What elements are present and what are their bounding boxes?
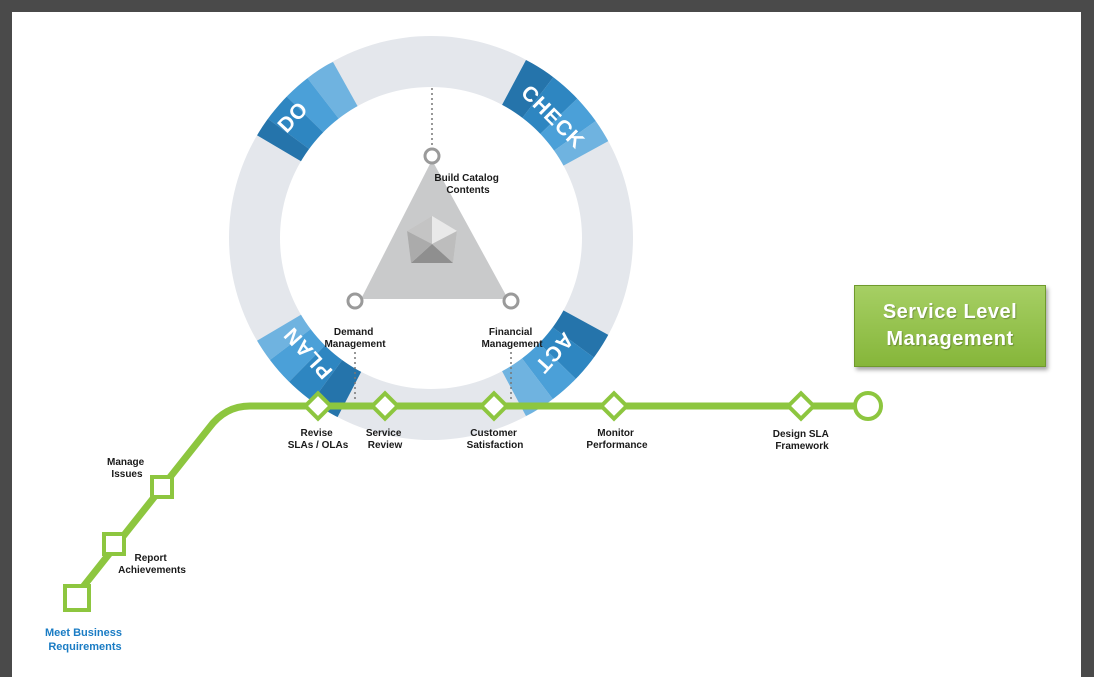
- hub-label-financial-line2: Management: [481, 339, 543, 350]
- label-revise-line1: Revise: [300, 428, 333, 439]
- label-design-line1: Design SLA: [773, 429, 829, 440]
- label-customer-line2: Satisfaction: [467, 440, 524, 451]
- label-customer-satisfaction: Customer Satisfaction: [467, 428, 524, 451]
- service-level-management-badge: Service Level Management: [854, 285, 1046, 367]
- service-track-line: [72, 402, 858, 600]
- hub-node-financial: [502, 292, 520, 310]
- label-service-review-line2: Review: [368, 440, 403, 451]
- label-report-line2: Achievements: [118, 565, 186, 576]
- label-report-achievements: Report Achievements: [118, 553, 186, 576]
- hub-label-build-catalog-line1: Build Catalog: [434, 173, 498, 184]
- label-customer-line1: Customer: [470, 428, 517, 439]
- label-design-line2: Framework: [775, 441, 829, 452]
- label-monitor-performance: Monitor Performance: [586, 428, 648, 451]
- label-monitor-line2: Performance: [586, 440, 648, 451]
- label-revise-line2: SLAs / OLAs: [288, 440, 349, 451]
- label-meet-business-line2: Requirements: [48, 641, 121, 653]
- stop-design-sla: [785, 390, 817, 422]
- stop-customer-satisfaction: [478, 390, 510, 422]
- label-manage-line2: Issues: [111, 469, 143, 480]
- stop-monitor-performance: [598, 390, 630, 422]
- stop-report-achievements: [102, 532, 126, 556]
- label-service-review-line1: Service: [366, 428, 402, 439]
- track-end-circle: [853, 391, 883, 421]
- hub-label-demand-line2: Management: [324, 339, 386, 350]
- dotted-connectors: [354, 88, 512, 402]
- hub-label-build-catalog: Build Catalog Contents: [434, 173, 501, 196]
- stop-manage-issues: [150, 475, 174, 499]
- label-manage-issues: Manage Issues: [107, 457, 147, 480]
- stop-service-review: [369, 390, 401, 422]
- hub-node-demand: [346, 292, 364, 310]
- pentagon-icon: [407, 216, 457, 263]
- hub-label-financial: Financial Management: [481, 327, 543, 350]
- hub-node-build-catalog: [423, 147, 441, 165]
- label-meet-business: Meet Business Requirements: [45, 627, 125, 653]
- stop-revise-slas: [302, 390, 334, 422]
- label-revise-slas: Revise SLAs / OLAs: [288, 428, 349, 451]
- label-meet-business-line1: Meet Business: [45, 627, 122, 639]
- hub-label-demand-line1: Demand: [334, 327, 373, 338]
- slm-roadmap-diagram: DO CHECK PLAN ACT Build Catalog Contents…: [45, 36, 883, 653]
- hub-label-build-catalog-line2: Contents: [446, 185, 490, 196]
- hub-label-financial-line1: Financial: [489, 327, 533, 338]
- label-service-review: Service Review: [366, 428, 404, 451]
- label-report-line1: Report: [134, 553, 167, 564]
- label-design-sla: Design SLA Framework: [773, 429, 832, 452]
- hub-label-demand: Demand Management: [324, 327, 386, 350]
- label-manage-line1: Manage: [107, 457, 145, 468]
- diagram-title: Service Level Management: [882, 301, 1018, 350]
- label-monitor-line1: Monitor: [597, 428, 634, 439]
- stop-meet-business: [63, 584, 91, 612]
